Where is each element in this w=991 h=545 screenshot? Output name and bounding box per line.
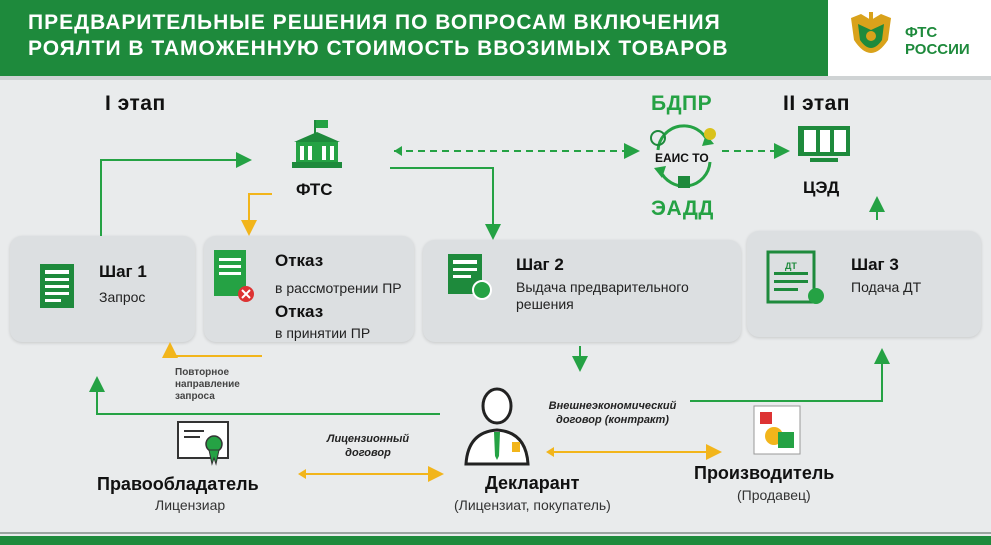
arrow-repeat-request [162,342,262,358]
declaration-icon-label: ДТ [785,261,797,271]
arrow-fts-to-step2 [390,167,501,240]
fts-label: ФТС [296,180,333,199]
header: Предварительные решения по вопросам вклю… [0,0,991,76]
footer-band [0,536,991,545]
factory-icon [753,405,801,455]
license-note-line-2: договор [345,447,391,459]
rightholder-sub: Лицензиар [155,497,226,513]
repeat-note-line-2: направление [175,379,240,390]
customs-building-icon [292,120,342,168]
trade-contract-note: Внешнеэкономический договор (контракт) [525,399,700,427]
header-divider [0,76,991,80]
step-3-title: Шаг 3 [851,255,899,274]
step-3-desc: Подача ДТ [851,279,922,295]
manufacturer-title: Производитель [694,463,835,483]
step-3-card [747,231,981,337]
page-title: Предварительные решения по вопросам вклю… [28,11,729,60]
decision-document-icon [448,254,492,300]
manufacturer-sub: (Продавец) [737,487,811,503]
arrow-declarant-to-step1 [89,376,440,415]
arrow-declarant-to-step3 [690,348,890,402]
footer-divider [0,532,991,534]
license-note-line-1: Лицензионный [326,433,410,445]
bdpr-label: БДПР [651,92,713,115]
refusal-desc-2: в принятии ПР [275,325,371,341]
header-band: Предварительные решения по вопросам вклю… [0,0,828,76]
monitor-icon [798,126,850,162]
declarant-title: Декларант [485,473,580,493]
rightholder-title: Правообладатель [97,474,259,494]
logo-line-1: ФТС [905,24,938,41]
refusal-title-1: Отказ [275,251,324,270]
request-document-icon [40,264,74,308]
logo-text: ФТС РОССИИ [905,24,970,58]
person-icon [464,387,530,466]
refused-document-icon [214,250,254,302]
eais-label: ЕАИС ТО [655,151,709,165]
sync-cycle-icon [650,124,716,188]
step-2-desc-line-1: Выдача предварительного [516,279,689,295]
step-2-desc-line-2: решения [516,296,574,312]
logo-line-2: РОССИИ [905,41,970,58]
ced-label: ЦЭД [803,178,840,197]
stage-1-label: I этап [105,92,166,115]
step-1-desc: Запрос [99,289,146,305]
contract-note-line-2: договор (контракт) [556,414,669,426]
refusal-desc-1: в рассмотрении ПР [275,280,402,296]
certificate-icon [177,421,229,466]
eadd-label: ЭАДД [651,197,714,220]
declarant-sub: (Лицензиат, покупатель) [454,497,611,513]
step-2-desc: Выдача предварительного решения [516,279,689,313]
contract-note-line-1: Внешнеэкономический [548,400,677,412]
repeat-note-line-3: запроса [175,391,215,402]
license-agreement-note: Лицензионный договор [308,432,428,460]
step-2-title: Шаг 2 [516,255,564,274]
refusal-title-2: Отказ [275,302,324,321]
stage-2-label: II этап [783,92,850,115]
step-1-title: Шаг 1 [99,262,147,281]
repeat-request-note: Повторное направление запроса [175,367,240,403]
arrow-fts-to-refusal [241,193,272,236]
eagle-emblem-icon [851,12,891,53]
arrow-step1-to-fts [100,152,252,236]
declaration-document-icon [766,250,824,304]
repeat-note-line-1: Повторное [175,367,230,378]
